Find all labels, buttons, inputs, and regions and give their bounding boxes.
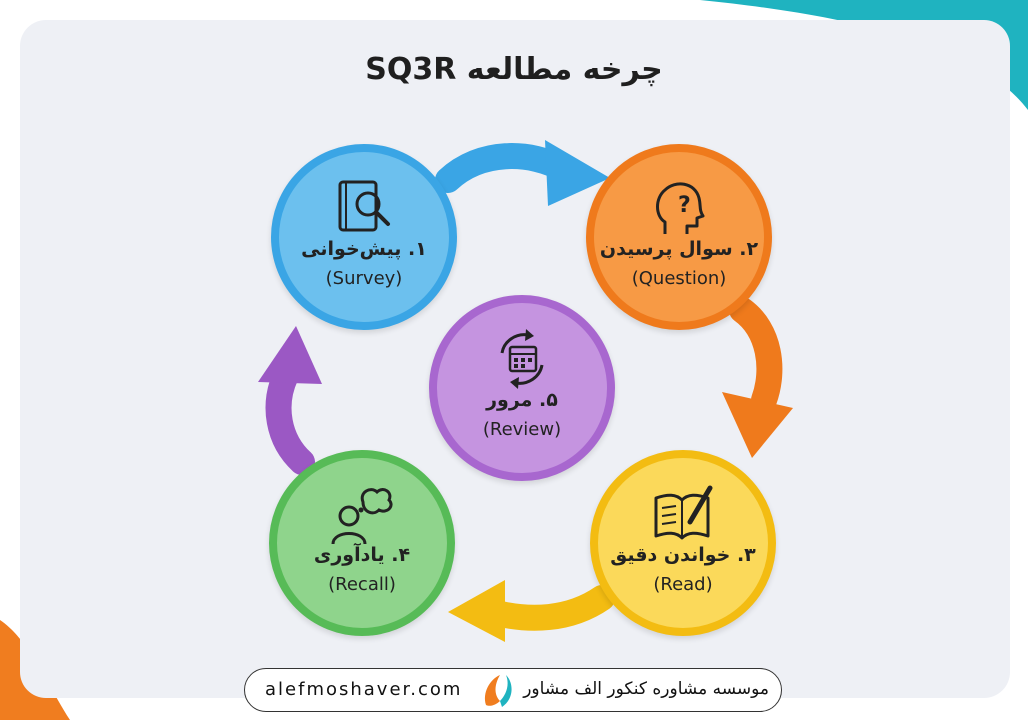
- step-question-sub: (Question): [631, 268, 727, 289]
- footer-organization: موسسه مشاوره کنکور الف مشاور: [523, 679, 769, 699]
- arrow-head-orange: [722, 392, 793, 458]
- open-book-pencil-icon: [654, 485, 713, 540]
- step-survey-sub: (Survey): [325, 268, 403, 289]
- person-thought-icon: [331, 488, 393, 545]
- footer-banner: alefmoshaver.com موسسه مشاوره کنکور الف …: [244, 668, 782, 712]
- arrow-question-to-read: [729, 297, 783, 413]
- step-recall-label: ۴. یادآوری: [313, 544, 411, 566]
- step-survey: ۱. پیش‌خوانی (Survey): [271, 144, 457, 330]
- step-read-sub: (Read): [653, 574, 713, 595]
- calendar-refresh-icon: [500, 329, 544, 389]
- head-question-icon: ?: [656, 182, 705, 234]
- book-magnifier-icon: [338, 180, 390, 232]
- svg-text:?: ?: [678, 193, 691, 218]
- arrow-head-yellow: [448, 580, 505, 642]
- arrow-read-to-recall: [479, 585, 615, 631]
- step-survey-label: ۱. پیش‌خوانی: [301, 238, 427, 260]
- arrow-recall-to-survey: [265, 362, 315, 475]
- step-review-label: ۵. مرور: [486, 389, 558, 411]
- step-recall: ۴. یادآوری (Recall): [269, 450, 455, 636]
- step-review: ۵. مرور (Review): [429, 295, 615, 481]
- alefmoshaver-logo-icon: [484, 675, 512, 707]
- footer-url[interactable]: alefmoshaver.com: [265, 679, 463, 700]
- step-review-sub: (Review): [482, 419, 562, 440]
- step-read-label: ۳. خواندن دقیق: [610, 544, 756, 566]
- step-question-label: ۲. سوال پرسیدن: [599, 238, 759, 260]
- step-recall-sub: (Recall): [328, 574, 396, 595]
- page-title: چرخه مطالعه SQ3R: [365, 52, 663, 87]
- step-question: ? ۲. سوال پرسیدن (Question): [586, 144, 772, 330]
- arrow-head-blue: [545, 140, 610, 206]
- step-read: ۳. خواندن دقیق (Read): [590, 450, 776, 636]
- arrow-head-purple: [258, 326, 322, 384]
